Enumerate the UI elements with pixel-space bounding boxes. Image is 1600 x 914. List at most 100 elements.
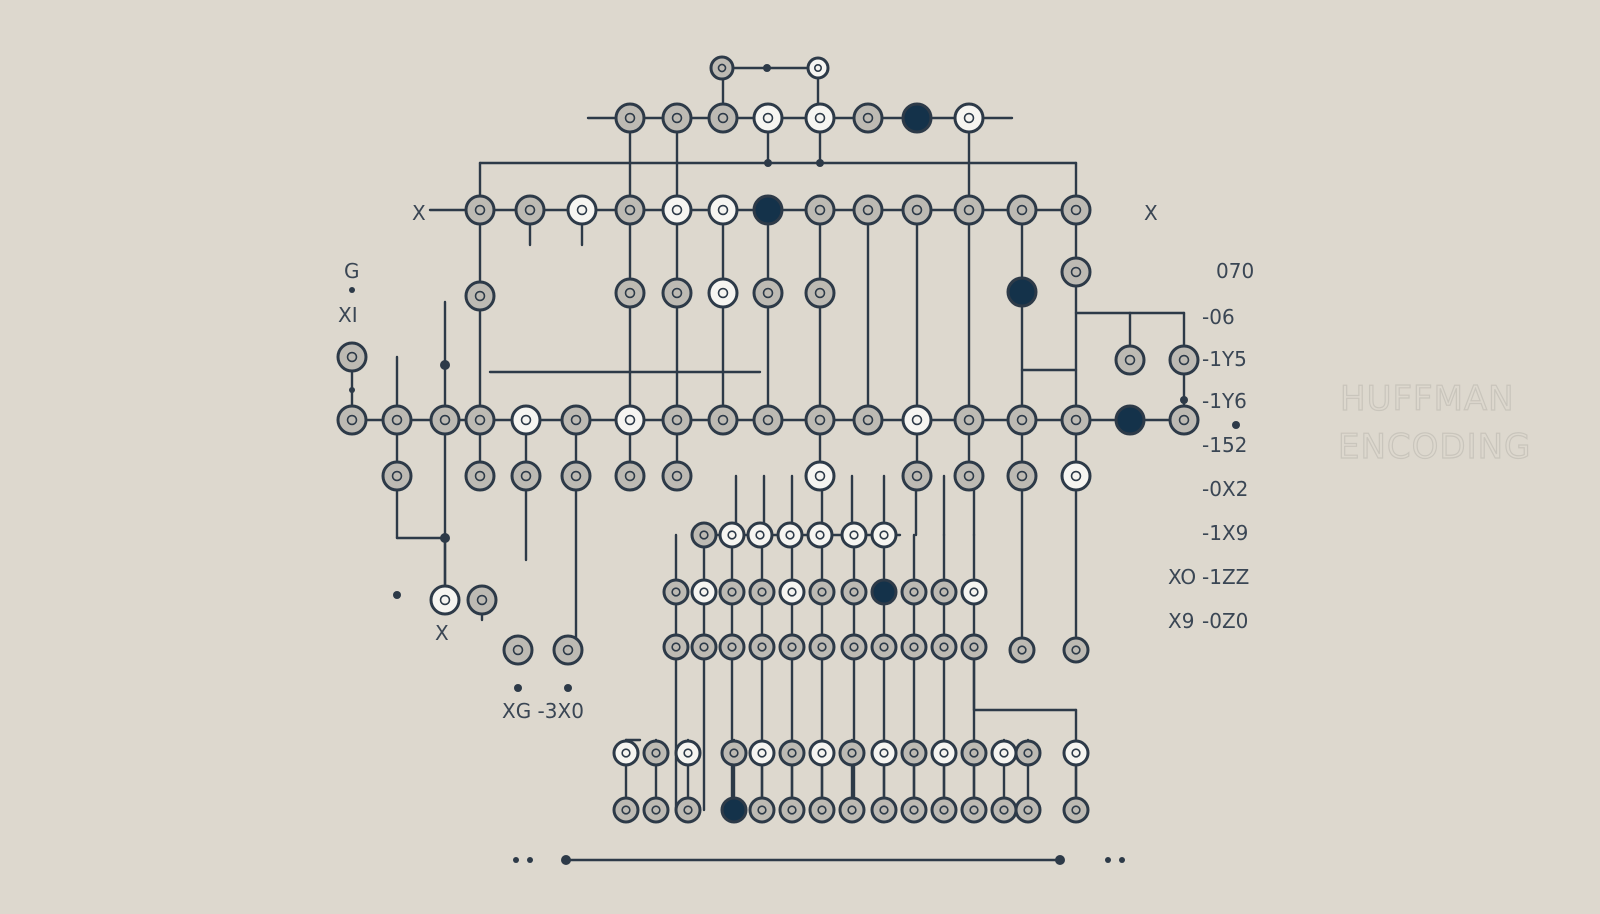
tree-node [707, 277, 739, 309]
tree-node [870, 739, 898, 767]
tree-node [674, 796, 702, 824]
junction-dot [1232, 421, 1240, 429]
tree-node [1062, 796, 1090, 824]
label-x-left: X [412, 201, 426, 225]
watermark-title-line2: ENCODING [1338, 427, 1531, 467]
tree-node [838, 796, 866, 824]
tree-node [720, 739, 748, 767]
junction-dot [564, 684, 572, 692]
tree-node [510, 404, 542, 436]
tree-node [707, 102, 739, 134]
tree-node [960, 739, 988, 767]
junction-dot [1105, 857, 1111, 863]
tree-node [1168, 404, 1200, 436]
junction-dot [764, 159, 772, 167]
tree-node [1006, 404, 1038, 436]
tree-node [930, 578, 958, 606]
tree-node [661, 460, 693, 492]
right-code-3: -1Y6 [1202, 389, 1247, 413]
tree-node [1008, 636, 1036, 664]
tree-node [464, 460, 496, 492]
tree-node [953, 460, 985, 492]
tree-node [707, 404, 739, 436]
tree-node [840, 578, 868, 606]
tree-node [718, 521, 746, 549]
right-code-5: -0X2 [1202, 477, 1248, 501]
tree-node [510, 460, 542, 492]
junction-dot [1119, 857, 1125, 863]
tree-node [1006, 276, 1038, 308]
tree-node [806, 56, 830, 80]
tree-node [953, 194, 985, 226]
tree-node [1062, 739, 1090, 767]
tree-node [1060, 460, 1092, 492]
tree-node [612, 739, 640, 767]
tree-node [1014, 796, 1042, 824]
tree-node [642, 739, 670, 767]
tree-node [852, 102, 884, 134]
tree-node [614, 102, 646, 134]
tree-node [900, 739, 928, 767]
junction-dot [527, 857, 533, 863]
tree-node [661, 404, 693, 436]
tree-node [840, 521, 868, 549]
label-bottom-left-code: XG -3X0 [502, 699, 584, 723]
tree-node [900, 796, 928, 824]
tree-node [778, 739, 806, 767]
tree-node [1006, 194, 1038, 226]
tree-node [614, 194, 646, 226]
tree-node [960, 578, 988, 606]
tree-node [748, 739, 776, 767]
tree-node [804, 404, 836, 436]
tree-node [429, 584, 461, 616]
tree-node [1114, 344, 1146, 376]
junction-dot [440, 533, 450, 543]
tree-node [990, 796, 1018, 824]
junction-dot [440, 360, 450, 370]
tree-node [960, 633, 988, 661]
tree-node [852, 194, 884, 226]
tree-node [953, 404, 985, 436]
tree-node [614, 277, 646, 309]
tree-node [900, 633, 928, 661]
junction-dot [1055, 855, 1065, 865]
tree-node [804, 277, 836, 309]
junction-dot [1180, 396, 1188, 404]
tree-node [838, 739, 866, 767]
tree-node [1006, 460, 1038, 492]
tree-node [960, 796, 988, 824]
tree-node [514, 194, 546, 226]
right-code-6: -1X9 [1202, 521, 1248, 545]
tree-node [778, 796, 806, 824]
tree-node [690, 578, 718, 606]
tree-node [808, 578, 836, 606]
tree-node [690, 521, 718, 549]
right-code-4: -152 [1202, 433, 1247, 457]
tree-node [752, 404, 784, 436]
junction-dot [561, 855, 571, 865]
tree-node [709, 55, 735, 81]
tree-node [662, 633, 690, 661]
right-code-2: -1Y5 [1202, 347, 1247, 371]
tree-node [718, 578, 746, 606]
tree-node [464, 404, 496, 436]
tree-node [953, 102, 985, 134]
tree-node [870, 633, 898, 661]
tree-node [661, 194, 693, 226]
tree-node [690, 633, 718, 661]
junction-dot [393, 591, 401, 599]
tree-node [806, 521, 834, 549]
junction-dot [349, 387, 355, 393]
tree-node [464, 194, 496, 226]
tree-node [901, 194, 933, 226]
right-code-7: -1ZZ [1202, 565, 1249, 589]
tree-node [752, 102, 784, 134]
tree-node [930, 739, 958, 767]
tree-node [1060, 256, 1092, 288]
junction-dot [349, 287, 355, 293]
junction-dot [816, 159, 824, 167]
tree-node [752, 194, 784, 226]
tree-node [661, 102, 693, 134]
tree-node [560, 460, 592, 492]
